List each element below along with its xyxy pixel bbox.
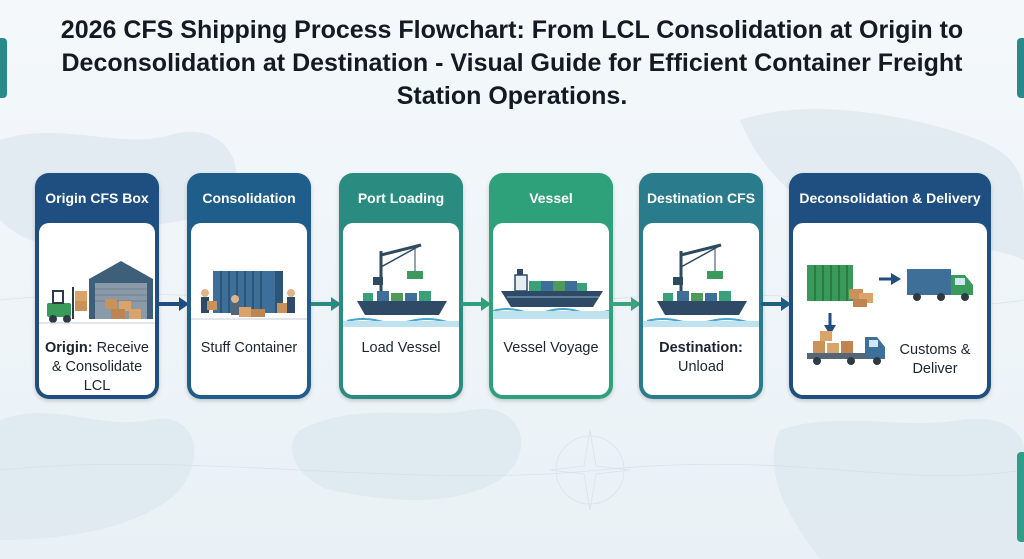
step-body: Stuff Container — [191, 223, 307, 395]
step-header: Deconsolidation & Delivery — [799, 190, 981, 206]
edge-accent-left — [0, 38, 7, 98]
step-body: Origin: Receive & Consolidate LCL — [39, 223, 155, 395]
container-truck-delivery-icon — [807, 265, 973, 365]
edge-accent-right-bottom — [1017, 452, 1024, 542]
step-label: Customs & Deliver — [899, 342, 971, 377]
step-consolidation: Consolidation Stuff Container — [187, 173, 311, 399]
crane-ship-icon — [643, 243, 759, 327]
step-header: Destination CFS — [646, 190, 756, 206]
step-label: Vessel Voyage — [503, 340, 599, 356]
step-body: Destination:Unload — [643, 223, 759, 395]
arrow-right-icon — [159, 297, 189, 311]
step-deconsolidation-delivery: Deconsolidation & Delivery — [789, 173, 991, 399]
crane-ship-icon — [343, 243, 459, 327]
step-header: Vessel — [529, 190, 573, 206]
step-body: Load Vessel — [343, 223, 459, 395]
arrow-right-icon — [461, 297, 491, 311]
edge-accent-right-top — [1017, 38, 1024, 98]
step-header: Origin CFS Box — [45, 190, 149, 206]
arrow-right-icon — [611, 297, 641, 311]
step-destination-cfs: Destination CFS Destination:Unload — [639, 173, 763, 399]
warehouse-forklift-icon — [39, 261, 155, 324]
step-header: Port Loading — [357, 190, 445, 206]
step-body: Vessel Voyage — [493, 223, 609, 395]
arrow-right-icon — [311, 297, 341, 311]
step-vessel: Vessel Vessel Voyage — [489, 173, 613, 399]
arrow-right-icon — [761, 297, 791, 311]
page-title: 2026 CFS Shipping Process Flowchart: Fro… — [60, 16, 964, 110]
container-workers-icon — [191, 271, 307, 320]
step-port-loading: Port Loading Load Vessel — [339, 173, 463, 399]
step-header: Consolidation — [202, 190, 296, 206]
step-label: Origin: Receive & Consolidate LCL — [45, 340, 149, 394]
step-label: Stuff Container — [200, 340, 298, 356]
step-body: Customs & Deliver — [793, 223, 987, 395]
cargo-ship-icon — [493, 269, 609, 319]
step-origin-cfs: Origin CFS Box Origin: Receive & Consoli… — [35, 173, 159, 399]
step-label: Load Vessel — [361, 340, 441, 356]
step-label: Destination:Unload — [659, 340, 743, 375]
